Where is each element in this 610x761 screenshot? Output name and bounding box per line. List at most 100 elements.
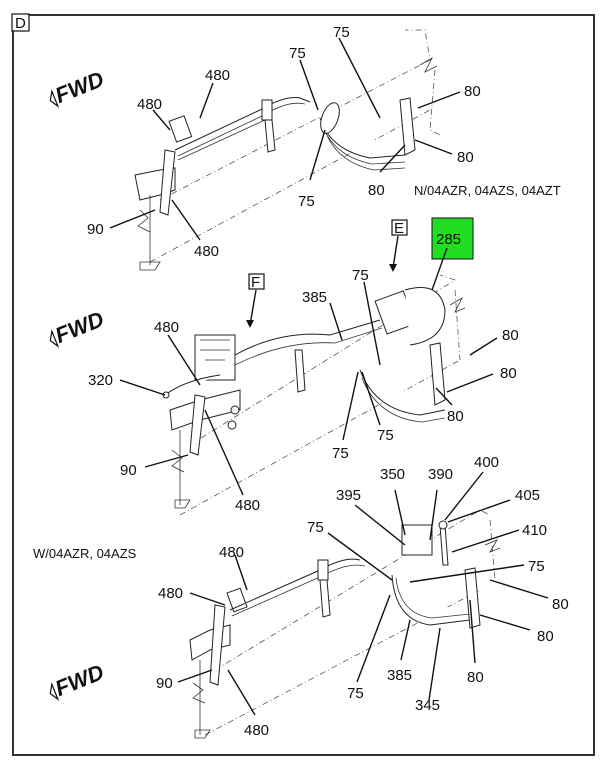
detail-ref-f: F (251, 274, 260, 291)
leader-line (177, 669, 213, 683)
leader-line (342, 371, 359, 441)
leader-line (379, 144, 406, 173)
callout-75: 75 (333, 24, 350, 41)
leader-line (189, 592, 226, 606)
leader-line (171, 199, 201, 241)
module-detail (200, 339, 230, 361)
clamp (317, 559, 329, 581)
arrow-head-icon (246, 320, 254, 328)
detail-ref-box-e (391, 219, 408, 236)
section-label-box (11, 13, 30, 32)
tube-bundle (229, 558, 361, 611)
leader-line (227, 669, 256, 716)
callout-75: 75 (332, 445, 349, 462)
callout-400: 400 (474, 454, 499, 471)
leader-line (144, 454, 189, 468)
strap-80 (429, 342, 446, 406)
hose-345-lines (395, 577, 471, 619)
callout-80: 80 (502, 327, 519, 344)
rail-post (139, 195, 161, 271)
highlighted-callout-box[interactable] (431, 217, 474, 260)
tube-bundle-lines (177, 102, 306, 161)
callout-285[interactable]: 285 (436, 231, 461, 248)
leader-line (429, 489, 438, 541)
fwd-label: FWD (51, 66, 107, 108)
callout-90: 90 (156, 675, 173, 692)
leader-line (428, 627, 441, 701)
strap-80 (464, 567, 481, 629)
callout-75: 75 (377, 427, 394, 444)
leader-line (234, 554, 248, 591)
panel-outline (204, 509, 496, 736)
callout-90: 90 (87, 221, 104, 238)
detail-ref-e: E (394, 220, 404, 237)
leader-line (327, 532, 393, 581)
leader-line (354, 504, 406, 546)
callout-80: 80 (467, 669, 484, 686)
valve-bracket (401, 524, 433, 556)
leader-line (152, 109, 171, 131)
diagram-frame (12, 14, 595, 756)
callout-75: 75 (347, 685, 364, 702)
tube-bundle-lines (231, 564, 366, 617)
leader-line (199, 82, 214, 119)
hose-285 (404, 287, 446, 346)
hose-345 (391, 574, 471, 626)
rail-post (174, 430, 191, 509)
arrow-head-icon (389, 264, 397, 272)
leader-line (119, 379, 166, 396)
callout-410: 410 (522, 522, 547, 539)
leader-line (329, 302, 343, 341)
break-mark (484, 539, 501, 553)
callout-480: 480 (158, 585, 183, 602)
leader-line (435, 387, 453, 406)
leader-line (204, 409, 244, 496)
callout-405: 405 (515, 487, 540, 504)
leader-line (400, 619, 411, 661)
section-label: D (15, 15, 26, 32)
break-mark (419, 56, 438, 73)
fastener (230, 405, 240, 415)
valve-module (194, 334, 236, 381)
leader-line (414, 139, 453, 155)
callout-390: 390 (428, 466, 453, 483)
leader-line (167, 334, 201, 386)
connector-cluster (226, 587, 248, 613)
rod-410 (439, 524, 449, 566)
callout-385: 385 (302, 289, 327, 306)
panel-outline (149, 29, 441, 263)
callout-385: 385 (387, 667, 412, 684)
callout-480: 480 (137, 96, 162, 113)
leader-line (299, 59, 319, 111)
callout-480: 480 (219, 544, 244, 561)
tube-bundle (174, 97, 311, 151)
leader-line (431, 247, 448, 291)
callout-80: 80 (464, 83, 481, 100)
tube-bundle-lines (234, 327, 383, 366)
leader-line (451, 529, 520, 553)
hose-loop-lines (361, 377, 446, 423)
leader-line (409, 564, 525, 583)
leader-line (338, 37, 381, 119)
tube-320 (164, 374, 221, 396)
break-mark (171, 449, 185, 473)
detail-ref-box-f (248, 273, 265, 290)
leader-line (444, 471, 484, 521)
fastener (227, 420, 237, 430)
callout-75: 75 (289, 45, 306, 62)
fwd-label: FWD (51, 659, 107, 701)
callout-80: 80 (368, 182, 385, 199)
fwd-arrow-icon: FWD (49, 66, 107, 108)
callout-320: 320 (88, 372, 113, 389)
leader-line (469, 599, 476, 664)
cap-405 (438, 520, 448, 530)
tube-bundle (234, 319, 381, 356)
callout-75: 75 (528, 558, 545, 575)
callout-80: 80 (552, 596, 569, 613)
mount-tab (264, 119, 276, 153)
leader-line (356, 594, 391, 683)
variant-note: N/04AZR, 04AZS, 04AZT (414, 183, 561, 198)
fwd-arrow-icon: FWD (49, 306, 107, 348)
rail-bracket (189, 624, 231, 661)
break-mark (192, 682, 206, 704)
